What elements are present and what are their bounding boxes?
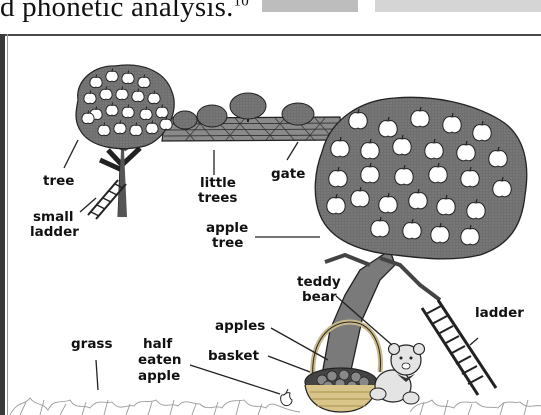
- big-apple-tree: [315, 97, 527, 375]
- label-basket: basket: [208, 348, 260, 364]
- label-apples: apples: [215, 318, 265, 334]
- label-ladder: ladder: [475, 305, 524, 321]
- half-eaten-apple-illustration: [281, 389, 292, 406]
- label-apple-tree-line2: tree: [212, 235, 243, 251]
- small-apple-tree: [76, 65, 174, 217]
- label-half-eaten-apple-line3: apple: [138, 368, 180, 384]
- label-little-trees-line1: little: [200, 175, 236, 191]
- label-grass: grass: [71, 336, 113, 352]
- label-teddy-bear-line2: bear: [302, 289, 337, 305]
- label-half-eaten-apple-line2: eaten: [138, 352, 182, 368]
- label-tree: tree: [43, 173, 74, 189]
- grass-illustration: [10, 398, 541, 415]
- label-small-ladder-line1: small: [33, 209, 73, 225]
- label-little-trees-line2: trees: [198, 190, 237, 206]
- label-half-eaten-apple-line1: half: [143, 336, 172, 352]
- label-apple-tree-line1: apple: [206, 220, 248, 236]
- label-gate: gate: [271, 166, 305, 182]
- label-small-ladder-line2: ladder: [30, 224, 79, 240]
- label-teddy-bear-line1: teddy: [297, 274, 341, 290]
